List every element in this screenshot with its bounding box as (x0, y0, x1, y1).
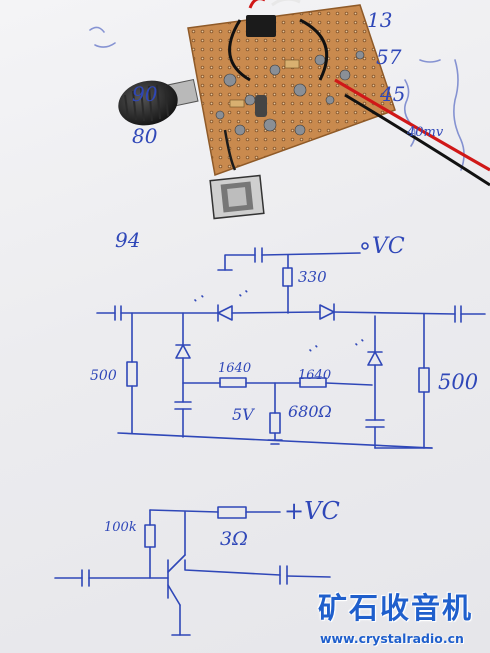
label-500-right: 500 (438, 370, 479, 394)
label-1640-left: 1640 (218, 361, 252, 376)
schematic-amp (54, 506, 331, 636)
tuning-knob (118, 78, 199, 126)
page-number: 94 (115, 228, 141, 252)
note-45: 45 (380, 82, 406, 106)
label-vc-bottom: +VC (284, 497, 340, 525)
label-1640-right: 1640 (298, 368, 332, 383)
label-330: 330 (298, 268, 327, 286)
label-100k: 100k (104, 520, 137, 535)
label-5v: 5V (232, 405, 254, 424)
watermark-url: www.crystalradio.cn (320, 631, 464, 646)
label-vc-top: VC (372, 234, 405, 259)
label-500-left: 500 (90, 368, 117, 384)
label-3ohm: 3Ω (220, 528, 248, 550)
label-680: 680Ω (288, 402, 332, 421)
watermark-logo: 矿石收音机 (318, 591, 474, 625)
perfboard (187, 0, 490, 187)
note-90: 90 (132, 82, 158, 106)
note-80: 80 (132, 124, 158, 148)
note-57: 57 (376, 45, 402, 69)
chip (246, 15, 276, 37)
note-13: 13 (367, 8, 393, 32)
note-40mv: 40mv (407, 125, 444, 140)
schematic-main (96, 242, 486, 449)
coil-block (209, 174, 265, 220)
